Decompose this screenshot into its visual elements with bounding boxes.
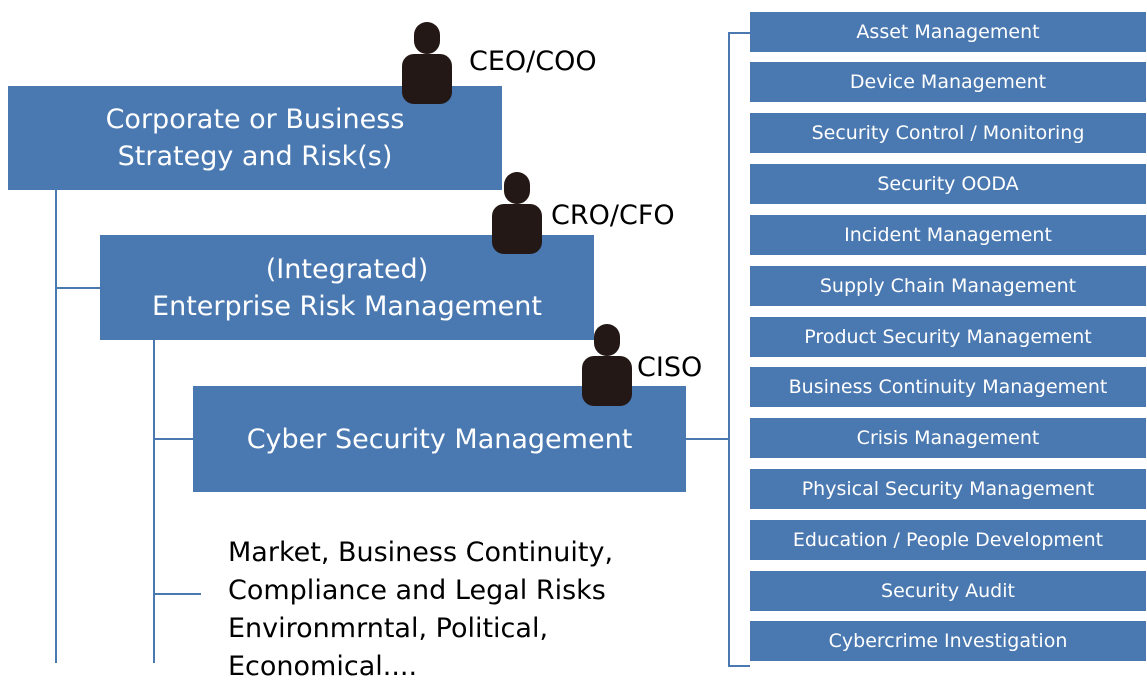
function-item-incident-management: Incident Management	[750, 215, 1146, 255]
person-icon	[492, 172, 542, 254]
function-item-business-continuity-management: Business Continuity Management	[750, 367, 1146, 407]
bracket-vertical-line	[728, 32, 730, 667]
function-item-asset-management: Asset Management	[750, 12, 1146, 52]
person-icon	[402, 22, 452, 104]
corporate-strategy-line1: Corporate or Business	[105, 104, 405, 135]
other-risks-line: Compliance and Legal Risks	[228, 575, 606, 606]
corporate-strategy-line2: Strategy and Risk(s)	[117, 141, 393, 172]
function-item-cybercrime-investigation: Cybercrime Investigation	[750, 621, 1146, 661]
other-risks-line: Environmrntal, Political,	[228, 613, 549, 644]
function-item-crisis-management: Crisis Management	[750, 418, 1146, 458]
branch-line-erm	[55, 287, 100, 289]
other-risks-text: Market, Business Continuity, Compliance …	[228, 534, 613, 686]
function-item-education-people-development: Education / People Development	[750, 520, 1146, 560]
ceo-coo-label: CEO/COO	[469, 46, 597, 77]
connector-line-csm-to-list	[686, 438, 730, 440]
ciso-label: CISO	[637, 352, 703, 383]
branch-line-other-risks	[153, 593, 201, 595]
erm-line2: Enterprise Risk Management	[152, 290, 542, 322]
bracket-bottom-line	[728, 665, 750, 667]
other-risks-line: Economical....	[228, 651, 418, 682]
person-icon	[582, 324, 632, 406]
function-item-security-control-monitoring: Security Control / Monitoring	[750, 113, 1146, 153]
cro-cfo-label: CRO/CFO	[551, 200, 675, 231]
function-item-security-audit: Security Audit	[750, 571, 1146, 611]
cyber-security-management-label: Cyber Security Management	[246, 423, 633, 455]
function-item-product-security-management: Product Security Management	[750, 317, 1146, 357]
other-risks-line: Market, Business Continuity,	[228, 537, 614, 568]
erm-line1: (Integrated)	[265, 253, 429, 285]
function-item-physical-security-management: Physical Security Management	[750, 469, 1146, 509]
bracket-top-line	[728, 32, 750, 34]
function-item-device-management: Device Management	[750, 62, 1146, 102]
function-item-supply-chain-management: Supply Chain Management	[750, 266, 1146, 306]
branch-line-csm	[153, 438, 193, 440]
trunk-line-left	[55, 190, 57, 663]
function-item-security-ooda: Security OODA	[750, 164, 1146, 204]
trunk-line-erm	[153, 340, 155, 663]
